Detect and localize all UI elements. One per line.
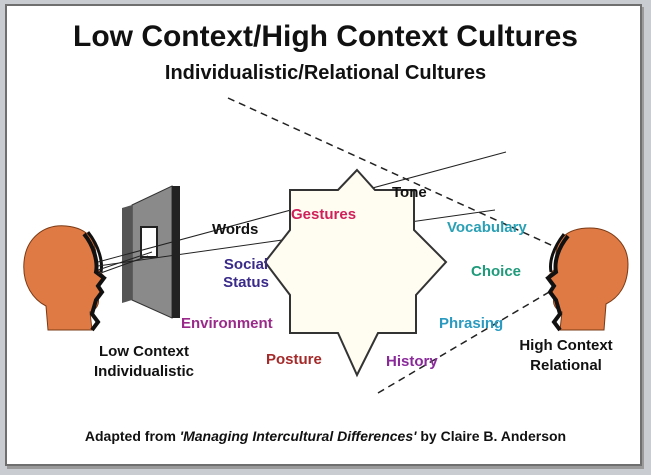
right-head-icon	[545, 227, 629, 332]
label-status: Status	[223, 274, 269, 291]
page-title: Low Context/High Context Cultures	[73, 20, 578, 53]
label-history: History	[386, 353, 438, 370]
left-head-icon	[23, 225, 107, 332]
context-star	[263, 168, 448, 378]
footer-book-title: 'Managing Intercultural Differences'	[179, 428, 417, 444]
label-posture: Posture	[266, 351, 322, 368]
left-caption-line1: Low Context	[99, 343, 189, 360]
right-caption-line1: High Context	[519, 337, 613, 354]
label-environment: Environment	[181, 315, 273, 332]
label-words: Words	[212, 221, 259, 238]
source-footer: Adapted from 'Managing Intercultural Dif…	[0, 428, 651, 444]
label-vocabulary: Vocabulary	[447, 219, 527, 236]
right-caption: High Context Relational	[506, 336, 626, 376]
left-caption-line2: Individualistic	[93, 363, 195, 380]
label-social: Social	[223, 256, 269, 273]
left-caption: Low Context Individualistic	[74, 342, 214, 382]
footer-prefix: Adapted from	[84, 428, 180, 444]
label-phrasing: Phrasing	[439, 315, 504, 332]
right-caption-line2: Relational	[530, 357, 602, 374]
label-choice: Choice	[471, 263, 522, 280]
page-subtitle: Individualistic/Relational Cultures	[164, 62, 487, 84]
footer-suffix: by Claire B. Anderson	[416, 428, 567, 444]
label-tone: Tone	[392, 184, 427, 201]
high-context-wedge	[227, 97, 563, 394]
label-social-status: Social Status	[221, 256, 271, 292]
label-gestures: Gestures	[291, 206, 357, 223]
